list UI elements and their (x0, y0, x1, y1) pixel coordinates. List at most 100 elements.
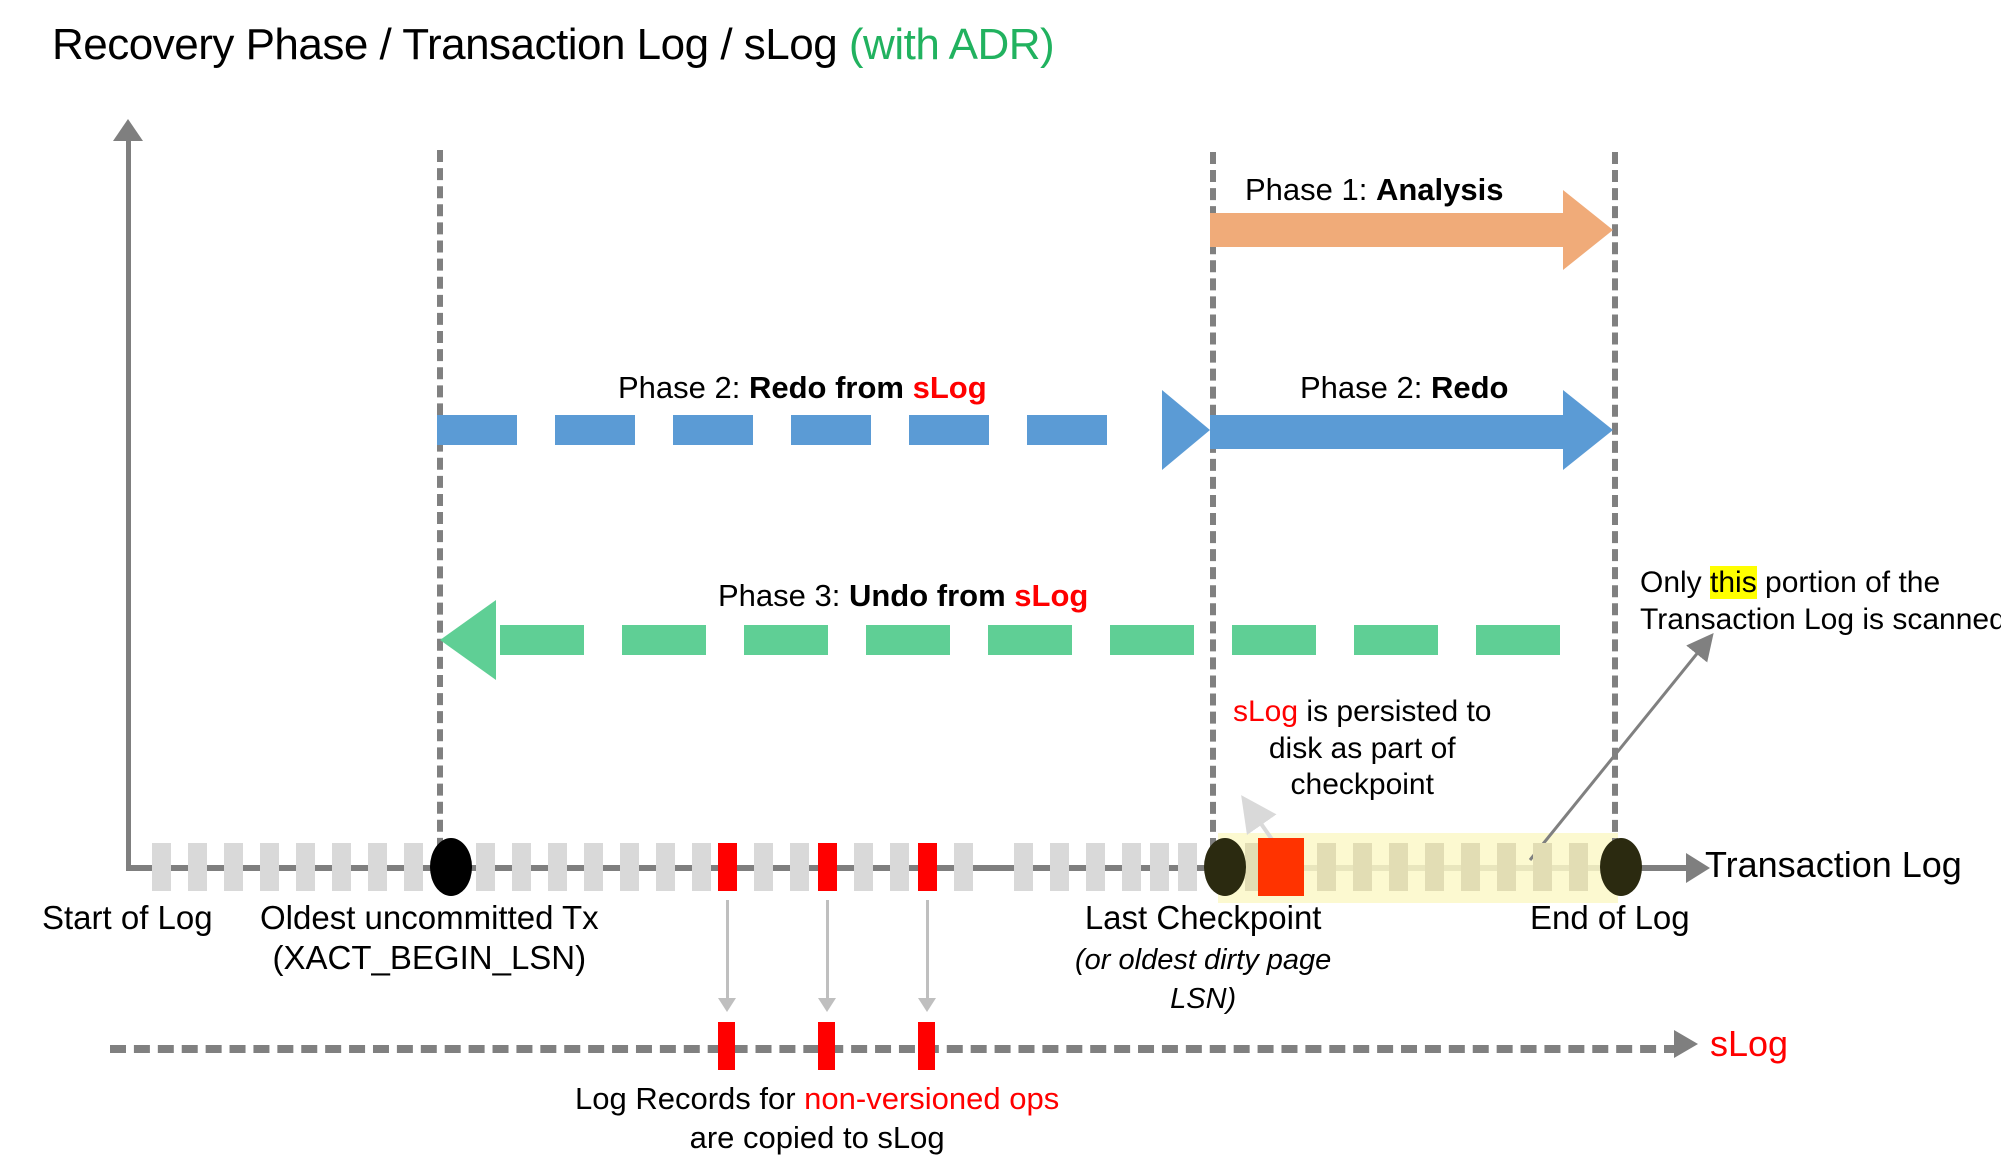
log-record-non-versioned (718, 843, 737, 891)
log-record (1086, 843, 1105, 891)
copy-note-red: non-versioned ops (804, 1081, 1060, 1116)
arrow-dash-segment (673, 415, 753, 445)
arrow-dash-segment (1110, 625, 1194, 655)
caption-end-of-log: End of Log (1530, 898, 1690, 938)
phase-3-arrow-head (440, 600, 496, 680)
title-main: Recovery Phase / Transaction Log / sLog (52, 20, 849, 69)
scan-note-highlight: this (1710, 566, 1757, 599)
slog-copy-note: Log Records for non-versioned ops are co… (575, 1080, 1059, 1158)
slog-note-line2: disk as part of (1268, 731, 1456, 765)
log-record (1122, 843, 1141, 891)
log-record (656, 843, 675, 891)
log-to-slog-connector (726, 900, 729, 1000)
scan-note-pointer (1528, 633, 1714, 861)
log-record-non-versioned (818, 843, 837, 891)
arrow-dash-segment (437, 415, 517, 445)
log-record-scanned (1353, 843, 1372, 891)
log-record (854, 843, 873, 891)
phase-2-slog-label: Phase 2: Redo from sLog (618, 370, 987, 406)
phase-2-slog-target: sLog (912, 370, 987, 405)
phase-1-arrow-body (1210, 213, 1565, 247)
log-record (620, 843, 639, 891)
caption-last-checkpoint: Last Checkpoint (or oldest dirty page LS… (1075, 898, 1331, 1017)
caption-end-text: End of Log (1530, 899, 1690, 936)
arrow-dash-segment (744, 625, 828, 655)
arrow-dash-segment (500, 625, 584, 655)
log-record (188, 843, 207, 891)
phase-2-name: Redo (1430, 370, 1509, 405)
slog-axis-line (110, 1045, 1680, 1053)
log-record (512, 843, 531, 891)
marker-end-of-log (1600, 838, 1642, 896)
log-record (890, 843, 909, 891)
scan-note-pre: Only (1640, 566, 1711, 599)
scan-note-post: portion of the (1756, 566, 1941, 599)
log-record (1014, 843, 1033, 891)
copy-note-line2: are copied to sLog (689, 1119, 945, 1155)
guide-end-of-log (1612, 152, 1618, 868)
log-to-slog-connector (926, 900, 929, 1000)
marker-oldest-uncommitted-tx (430, 838, 472, 896)
phase-1-arrow-head (1563, 190, 1613, 270)
log-record (548, 843, 567, 891)
caption-oldest-line1: Oldest uncommitted Tx (260, 899, 599, 936)
log-record-scanned (1317, 843, 1336, 891)
log-record (1150, 843, 1169, 891)
phase-3-target: sLog (1014, 578, 1089, 613)
scan-note-line2: Transaction Log is scanned. (1640, 602, 2001, 636)
log-record (368, 843, 387, 891)
arrow-dash-segment (1027, 415, 1107, 445)
phase-1-label: Phase 1: Analysis (1245, 172, 1504, 208)
phase-2-arrow-body (1210, 415, 1565, 449)
log-record (584, 843, 603, 891)
caption-start-text: Start of Log (42, 899, 213, 936)
arrow-dash-segment (909, 415, 989, 445)
phase-1-name: Analysis (1375, 172, 1504, 207)
title-suffix: (with ADR) (848, 20, 1055, 69)
log-record (152, 843, 171, 891)
guide-last-checkpoint (1210, 152, 1216, 868)
log-record (296, 843, 315, 891)
log-record-scanned (1389, 843, 1408, 891)
phase-2-prefix: Phase 2: (1300, 370, 1431, 405)
phase-2-arrow-head (1563, 390, 1613, 470)
arrow-dash-segment (988, 625, 1072, 655)
phase-2-slog-name: Redo from (748, 370, 913, 405)
log-record (224, 843, 243, 891)
arrow-dash-segment (791, 415, 871, 445)
log-record (692, 843, 711, 891)
phase-3-prefix: Phase 3: (718, 578, 849, 613)
slog-record (818, 1022, 835, 1070)
slog-record (718, 1022, 735, 1070)
slog-axis-arrowhead (1674, 1030, 1698, 1058)
copy-note-pre: Log Records for (575, 1081, 805, 1116)
phase-3-arrow-dashes (500, 625, 1612, 655)
log-record (754, 843, 773, 891)
arrow-dash-segment (866, 625, 950, 655)
log-record (476, 843, 495, 891)
log-record-scanned (1461, 843, 1480, 891)
caption-ckpt-line2: (or oldest dirty page (1075, 943, 1332, 976)
log-record-scanned (1425, 843, 1444, 891)
log-record (954, 843, 973, 891)
slog-note-line3: checkpoint (1290, 768, 1434, 802)
phase-2-slog-arrow-head (1162, 390, 1210, 470)
log-record (1050, 843, 1069, 891)
phase-2-label: Phase 2: Redo (1300, 370, 1508, 406)
caption-ckpt-line1: Last Checkpoint (1084, 899, 1322, 936)
y-axis-line (126, 128, 131, 868)
scan-note: Only this portion of the Transaction Log… (1640, 565, 2001, 638)
caption-oldest-line2: (XACT_BEGIN_LSN) (272, 938, 587, 976)
log-record-scanned (1533, 843, 1552, 891)
slog-checkpoint-note: sLog is persisted to disk as part of che… (1233, 694, 1491, 804)
log-to-slog-connector (826, 900, 829, 1000)
caption-ckpt-line3: LSN) (1170, 983, 1237, 1016)
log-record-scanned (1569, 843, 1588, 891)
slog-note-line1: is persisted to (1298, 695, 1492, 728)
slog-note-keyword: sLog (1233, 695, 1299, 728)
caption-start-of-log: Start of Log (42, 898, 213, 938)
guide-oldest-uncommitted-tx (437, 150, 443, 868)
log-record (260, 843, 279, 891)
phase-2-slog-arrow-dashes (437, 415, 1172, 445)
slog-record (918, 1022, 935, 1070)
